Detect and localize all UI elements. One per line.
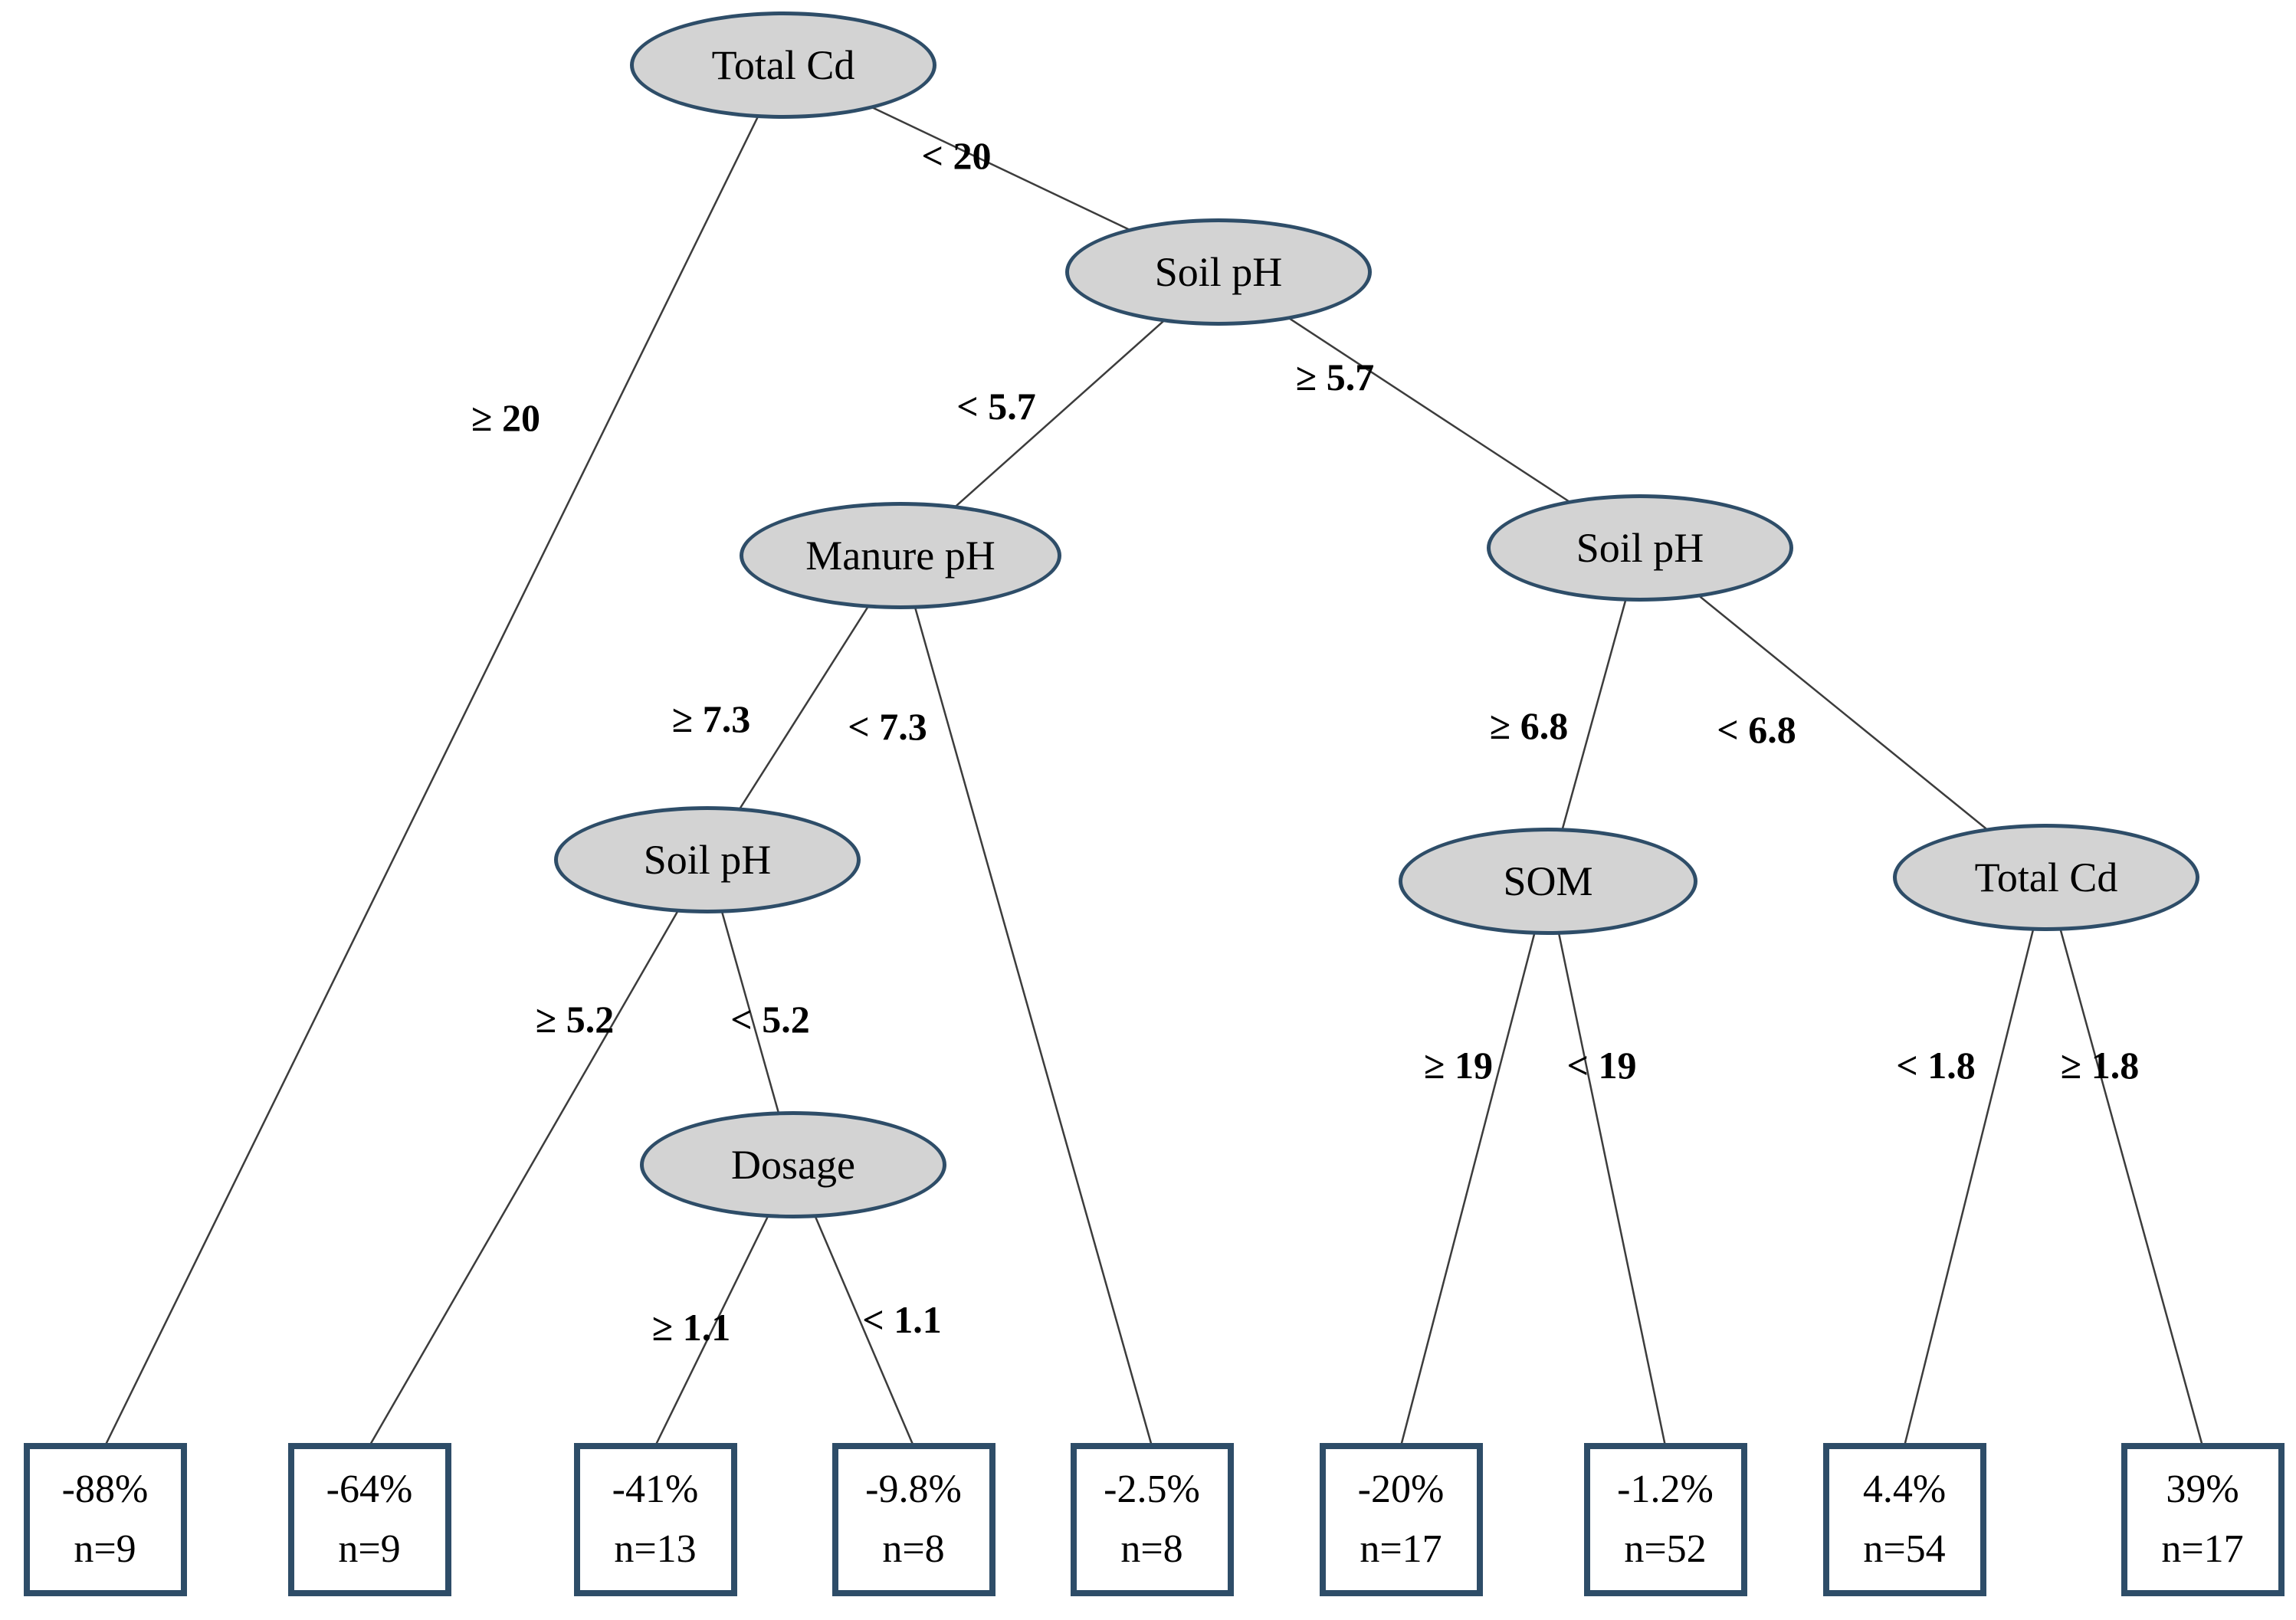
tree-node-manureph: Manure pH bbox=[740, 502, 1061, 609]
leaf-value: -9.8% bbox=[865, 1468, 962, 1511]
tree-leaf-leaf6: -20% n=17 bbox=[1319, 1443, 1483, 1596]
edge-label: < 19 bbox=[1566, 1044, 1637, 1087]
tree-edge bbox=[368, 859, 709, 1447]
leaf-count: n=17 bbox=[2161, 1527, 2244, 1571]
edge-label: < 6.8 bbox=[1717, 708, 1796, 751]
tree-node-label: Dosage bbox=[731, 1142, 855, 1188]
tree-leaf-leaf5: -2.5% n=8 bbox=[1070, 1443, 1234, 1596]
leaf-value: -64% bbox=[326, 1468, 413, 1511]
leaf-value: 4.4% bbox=[1862, 1468, 1947, 1511]
leaf-count: n=9 bbox=[338, 1527, 401, 1571]
edge-label: < 7.3 bbox=[848, 705, 927, 748]
tree-leaf-leaf1: -88% n=9 bbox=[23, 1443, 187, 1596]
tree-edge bbox=[1547, 881, 1667, 1447]
tree-edge bbox=[1399, 881, 1550, 1447]
tree-leaf-leaf3: -41% n=13 bbox=[573, 1443, 737, 1596]
edge-label: ≥ 19 bbox=[1424, 1044, 1493, 1087]
tree-edge bbox=[899, 555, 1153, 1447]
tree-node-label: Manure pH bbox=[805, 533, 995, 579]
tree-node-soilph4: Soil pH bbox=[554, 806, 861, 913]
tree-node-label: SOM bbox=[1503, 858, 1593, 904]
tree-node-label: Soil pH bbox=[1576, 525, 1704, 571]
tree-edge bbox=[103, 64, 785, 1447]
tree-edge bbox=[1639, 547, 2047, 878]
leaf-count: n=54 bbox=[1863, 1527, 1946, 1571]
tree-node-label: Total Cd bbox=[711, 42, 855, 88]
edge-label: ≥ 1.1 bbox=[651, 1306, 731, 1349]
tree-node-label: Total Cd bbox=[1974, 854, 2118, 900]
leaf-count: n=17 bbox=[1360, 1527, 1442, 1571]
leaf-value: -2.5% bbox=[1104, 1468, 1200, 1511]
leaf-count: n=8 bbox=[882, 1527, 945, 1571]
tree-node-dosage: Dosage bbox=[640, 1111, 946, 1218]
tree-leaf-leaf9: 39% n=17 bbox=[2121, 1443, 2285, 1596]
tree-node-label: Soil pH bbox=[1154, 249, 1283, 295]
edge-label: < 1.1 bbox=[862, 1298, 942, 1341]
leaf-count: n=52 bbox=[1624, 1527, 1707, 1571]
tree-edge bbox=[1903, 877, 2048, 1447]
edge-label: < 20 bbox=[921, 134, 992, 177]
tree-node-totalcd4: Total Cd bbox=[1893, 824, 2199, 931]
tree-leaf-leaf7: -1.2% n=52 bbox=[1583, 1443, 1747, 1596]
tree-leaf-leaf2: -64% n=9 bbox=[287, 1443, 451, 1596]
tree-node-soilph3: Soil pH bbox=[1487, 494, 1793, 602]
leaf-count: n=8 bbox=[1120, 1527, 1183, 1571]
leaf-value: -20% bbox=[1357, 1468, 1445, 1511]
tree-node-label: Soil pH bbox=[643, 837, 772, 883]
tree-node-som: SOM bbox=[1399, 828, 1697, 935]
edge-label: ≥ 20 bbox=[471, 396, 540, 439]
edge-label: ≥ 5.7 bbox=[1295, 356, 1375, 398]
edge-label: < 5.7 bbox=[956, 385, 1036, 428]
leaf-value: -88% bbox=[61, 1468, 149, 1511]
tree-leaf-leaf8: 4.4% n=54 bbox=[1822, 1443, 1986, 1596]
tree-edge bbox=[1547, 547, 1642, 882]
edge-label: ≥ 5.2 bbox=[535, 998, 615, 1041]
edge-label: < 1.8 bbox=[1896, 1044, 1976, 1087]
tree-node-root: Total Cd bbox=[630, 11, 936, 119]
edge-label: ≥ 6.8 bbox=[1489, 704, 1569, 747]
tree-edge bbox=[2045, 877, 2204, 1447]
leaf-value: 39% bbox=[2166, 1468, 2239, 1511]
edge-label: ≥ 7.3 bbox=[671, 697, 751, 740]
leaf-count: n=13 bbox=[614, 1527, 697, 1571]
leaf-value: -1.2% bbox=[1617, 1468, 1714, 1511]
leaf-count: n=9 bbox=[74, 1527, 136, 1571]
tree-leaf-leaf4: -9.8% n=8 bbox=[831, 1443, 995, 1596]
edge-label: < 5.2 bbox=[730, 998, 810, 1041]
tree-node-soilph2: Soil pH bbox=[1065, 218, 1372, 326]
edge-label: ≥ 1.8 bbox=[2060, 1044, 2140, 1087]
leaf-value: -41% bbox=[612, 1468, 699, 1511]
